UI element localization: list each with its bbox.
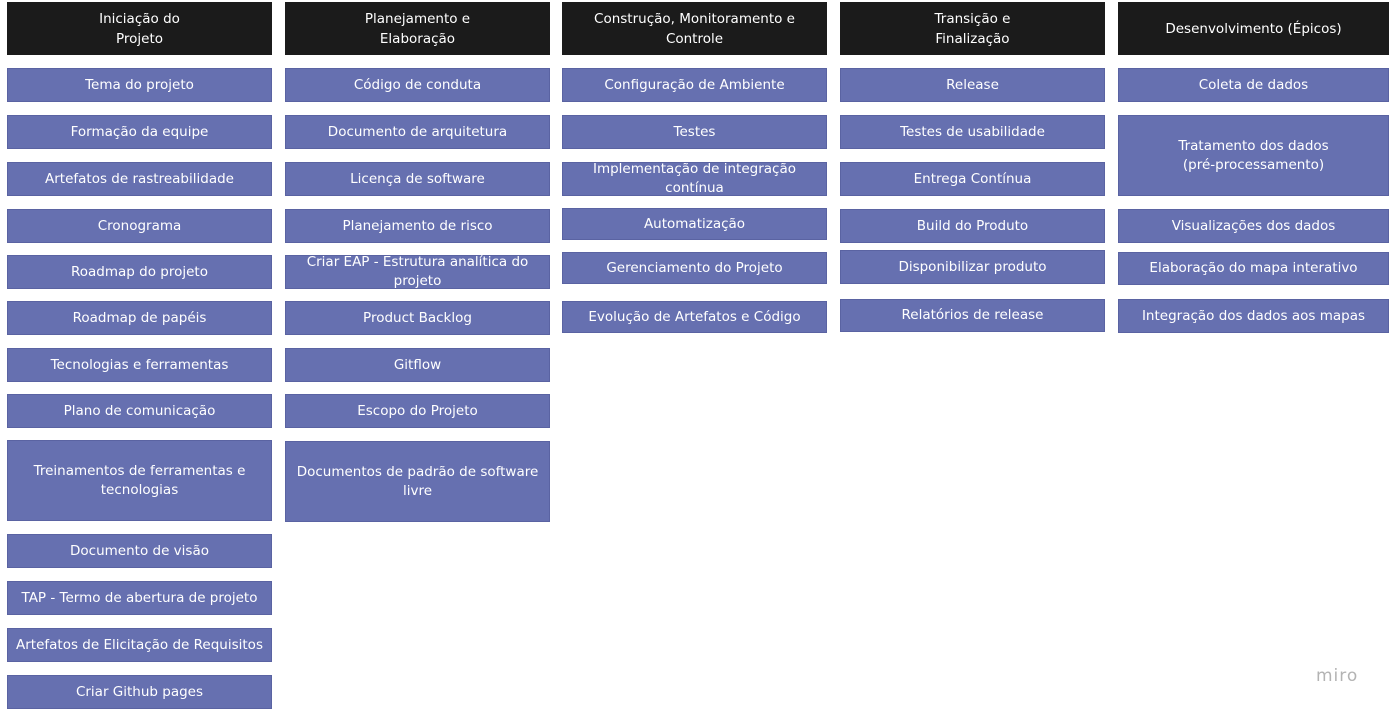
card-integracao-dos-dados-aos-mapas[interactable]: Integração dos dados aos mapas — [1118, 299, 1389, 333]
card-formacao-da-equipe[interactable]: Formação da equipe — [7, 115, 272, 149]
card-gitflow[interactable]: Gitflow — [285, 348, 550, 382]
card-product-backlog[interactable]: Product Backlog — [285, 301, 550, 335]
card-testes-de-usabilidade[interactable]: Testes de usabilidade — [840, 115, 1105, 149]
card-roadmap-do-projeto[interactable]: Roadmap do projeto — [7, 255, 272, 289]
card-roadmap-de-papeis[interactable]: Roadmap de papéis — [7, 301, 272, 335]
column-header-iniciacao-do-projeto: Iniciação do Projeto — [7, 2, 272, 55]
column-header-desenvolvimento-epicos: Desenvolvimento (Épicos) — [1118, 2, 1389, 55]
card-elaboracao-do-mapa-interativo[interactable]: Elaboração do mapa interativo — [1118, 252, 1389, 285]
column-header-transicao-e-finalizacao: Transição e Finalização — [840, 2, 1105, 55]
card-tecnologias-e-ferramentas[interactable]: Tecnologias e ferramentas — [7, 348, 272, 382]
card-testes[interactable]: Testes — [562, 115, 827, 149]
card-release[interactable]: Release — [840, 68, 1105, 102]
card-disponibilizar-produto[interactable]: Disponibilizar produto — [840, 250, 1105, 284]
card-artefatos-de-elicitacao-de-requisitos[interactable]: Artefatos de Elicitação de Requisitos — [7, 628, 272, 662]
card-criar-eap-estrutura-analitica-do-projeto[interactable]: Criar EAP - Estrutura analítica do proje… — [285, 254, 550, 289]
card-visualizacoes-dos-dados[interactable]: Visualizações dos dados — [1118, 209, 1389, 243]
miro-logo: miro — [1316, 666, 1359, 686]
card-coleta-de-dados[interactable]: Coleta de dados — [1118, 68, 1389, 102]
card-licenca-de-software[interactable]: Licença de software — [285, 162, 550, 196]
card-treinamentos-de-ferramentas-e-tecnologias[interactable]: Treinamentos de ferramentas e tecnologia… — [7, 440, 272, 521]
card-artefatos-de-rastreabilidade[interactable]: Artefatos de rastreabilidade — [7, 162, 272, 196]
card-planejamento-de-risco[interactable]: Planejamento de risco — [285, 209, 550, 243]
card-relatorios-de-release[interactable]: Relatórios de release — [840, 299, 1105, 332]
column-header-planejamento-e-elaboracao: Planejamento e Elaboração — [285, 2, 550, 55]
column-header-construcao-monitoramento-e-controle: Construção, Monitoramento e Controle — [562, 2, 827, 55]
card-documento-de-arquitetura[interactable]: Documento de arquitetura — [285, 115, 550, 149]
card-implementacao-de-integracao-continua[interactable]: Implementação de integração contínua — [562, 161, 827, 196]
card-codigo-de-conduta[interactable]: Código de conduta — [285, 68, 550, 102]
card-escopo-do-projeto[interactable]: Escopo do Projeto — [285, 394, 550, 428]
card-tratamento-dos-dados-pre-processamento[interactable]: Tratamento dos dados (pré-processamento) — [1118, 115, 1389, 196]
card-tema-do-projeto[interactable]: Tema do projeto — [7, 68, 272, 102]
card-documento-de-visao[interactable]: Documento de visão — [7, 534, 272, 568]
card-automatizacao[interactable]: Automatização — [562, 208, 827, 240]
card-plano-de-comunicacao[interactable]: Plano de comunicação — [7, 394, 272, 428]
card-tap-termo-de-abertura-de-projeto[interactable]: TAP - Termo de abertura de projeto — [7, 581, 272, 615]
card-gerenciamento-do-projeto[interactable]: Gerenciamento do Projeto — [562, 252, 827, 284]
card-documentos-de-padrao-de-software-livre[interactable]: Documentos de padrão de software livre — [285, 441, 550, 522]
card-configuracao-de-ambiente[interactable]: Configuração de Ambiente — [562, 68, 827, 102]
card-entrega-continua[interactable]: Entrega Contínua — [840, 162, 1105, 196]
card-criar-github-pages[interactable]: Criar Github pages — [7, 675, 272, 709]
card-evolucao-de-artefatos-e-codigo[interactable]: Evolução de Artefatos e Código — [562, 301, 827, 333]
card-cronograma[interactable]: Cronograma — [7, 209, 272, 243]
card-build-do-produto[interactable]: Build do Produto — [840, 209, 1105, 243]
